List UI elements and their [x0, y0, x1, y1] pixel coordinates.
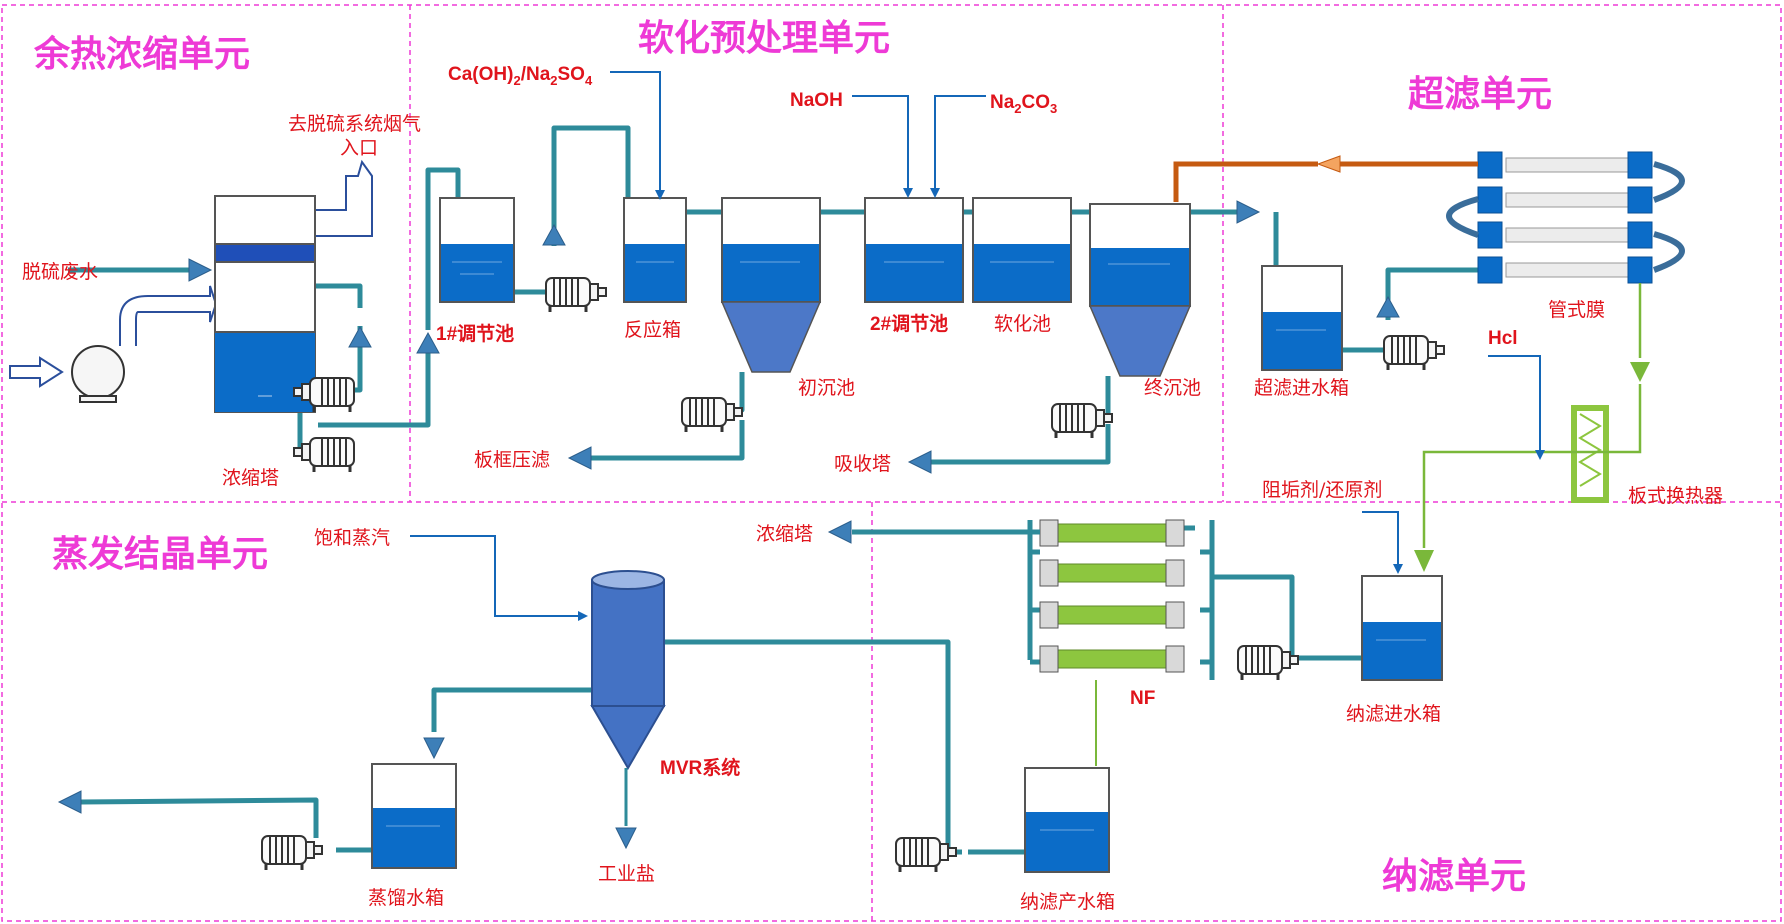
softening-tank — [972, 197, 1072, 303]
pump-uf — [1382, 334, 1446, 372]
green-lines — [1422, 283, 1642, 548]
label-flue-gas-1: 去脱硫系统烟气 — [288, 113, 421, 135]
arrow-up-1 — [348, 326, 372, 348]
nf-membranes — [1039, 519, 1185, 673]
unit-frames — [1, 4, 1782, 922]
mvr-evaporator — [590, 570, 666, 770]
distilled-water-tank — [371, 763, 457, 869]
pump-distilled — [260, 834, 324, 872]
arrow-plate-filter — [568, 446, 592, 470]
pump-1 — [544, 276, 608, 314]
label-chemical-na2co3: Na2CO3 — [990, 92, 1057, 116]
green-arrow-down — [1630, 362, 1650, 382]
dosing-arrows — [410, 71, 1545, 621]
label-nf-product-tank: 纳滤产水箱 — [1020, 891, 1115, 913]
label-hcl: Hcl — [1488, 328, 1518, 349]
tank-2 — [864, 197, 964, 303]
label-industrial-salt: 工业盐 — [598, 863, 655, 885]
unit-title-ultrafiltration: 超滤单元 — [1408, 74, 1552, 115]
flue-fan — [71, 345, 125, 403]
nf-inlet-tank — [1361, 575, 1443, 681]
plate-heat-exchanger — [1571, 405, 1609, 503]
arrow-absorption — [908, 450, 932, 474]
label-conc-tower-2: 浓缩塔 — [756, 523, 813, 545]
label-nf-inlet-tank: 纳滤进水箱 — [1346, 703, 1441, 725]
arrow-salt — [615, 827, 637, 849]
arrow-conc-tower — [828, 520, 852, 544]
uf-inlet-tank — [1261, 265, 1343, 371]
label-reaction-tank: 反应箱 — [624, 319, 681, 341]
label-primary-settling: 初沉池 — [798, 377, 855, 399]
concentration-tower — [214, 195, 316, 413]
label-tubular-membrane: 管式膜 — [1548, 299, 1605, 321]
pump-primary — [680, 396, 744, 434]
label-plate-exchanger: 板式换热器 — [1628, 485, 1723, 507]
arrow-right-uf — [1236, 200, 1260, 224]
unit-title-nanofiltration: 纳滤单元 — [1382, 856, 1526, 897]
arrow-up-3 — [542, 224, 566, 246]
label-softening-tank: 软化池 — [994, 313, 1051, 335]
pump-final — [1050, 402, 1114, 440]
label-absorption-tower: 吸收塔 — [834, 453, 891, 475]
arrow-up-uf — [1376, 296, 1400, 318]
arrow-wastewater — [188, 258, 212, 282]
nf-product-tank — [1024, 767, 1110, 873]
pump-tower-2 — [292, 436, 356, 474]
tubular-membrane — [1446, 151, 1685, 284]
label-plate-filter: 板框压滤 — [474, 449, 550, 471]
unit-title-softening: 软化预处理单元 — [638, 18, 890, 59]
label-chemical-caoh-na2so4: Ca(OH)2/Na2SO4 — [448, 64, 593, 88]
pump-nf — [1236, 644, 1300, 682]
final-settling-tank — [1088, 203, 1192, 377]
arrow-distilled — [423, 737, 445, 759]
tank-1 — [439, 197, 515, 303]
reaction-tank — [623, 197, 687, 303]
unit-title-evaporation: 蒸发结晶单元 — [52, 534, 268, 575]
label-tank-2: 2#调节池 — [870, 312, 948, 335]
arrow-out-left — [58, 790, 82, 814]
uf-concentrate-line — [1173, 155, 1478, 202]
label-chemical-naoh: NaOH — [790, 90, 843, 111]
primary-settling-tank — [720, 197, 822, 373]
unit-title-waste-heat: 余热浓缩单元 — [33, 33, 250, 75]
label-uf-inlet-tank: 超滤进水箱 — [1254, 377, 1349, 399]
label-tank-1: 1#调节池 — [436, 322, 514, 345]
label-concentration-tower: 浓缩塔 — [222, 467, 279, 489]
label-saturated-steam: 饱和蒸汽 — [314, 527, 390, 549]
label-nf: NF — [1130, 688, 1155, 709]
label-antiscalant: 阻垢剂/还原剂 — [1262, 479, 1382, 501]
label-final-settling: 终沉池 — [1144, 377, 1201, 399]
label-mvr: MVR系统 — [660, 756, 740, 779]
green-arrow-nf — [1414, 550, 1434, 572]
label-flue-gas-2: 入口 — [340, 137, 378, 159]
label-desulf-wastewater: 脱硫废水 — [22, 261, 98, 283]
label-distilled-tank: 蒸馏水箱 — [368, 887, 444, 909]
pump-nf-product — [894, 836, 958, 874]
